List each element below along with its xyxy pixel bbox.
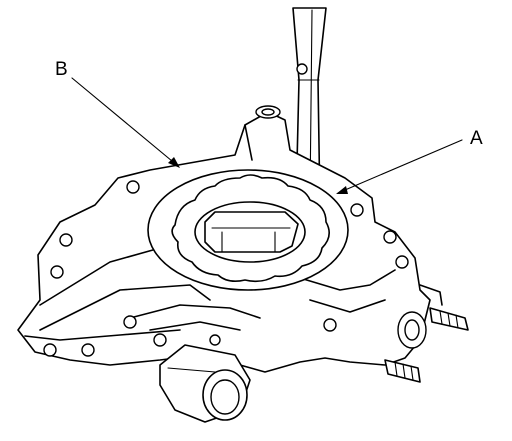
outlet-fitting [159, 344, 251, 423]
callout-label-b: B [55, 59, 68, 80]
bolt-holes [43, 180, 409, 357]
inner-rotor [194, 201, 306, 263]
studs [384, 284, 469, 383]
callout-label-a: A [470, 128, 483, 149]
leader-lines [71, 77, 463, 194]
